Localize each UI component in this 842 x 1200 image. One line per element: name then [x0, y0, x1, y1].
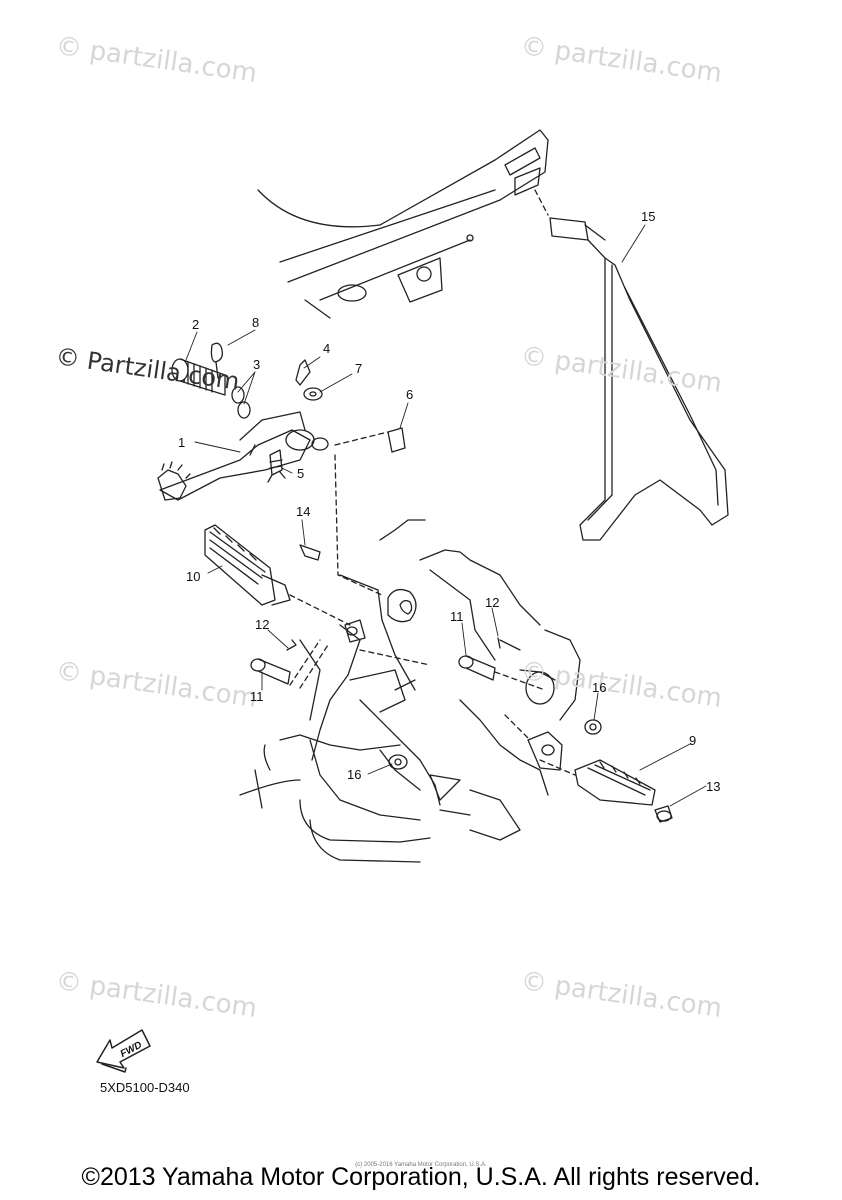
bolts	[250, 637, 546, 691]
callout-5: 5	[297, 466, 305, 481]
callout-2: 2	[192, 317, 200, 332]
callout-3: 3	[253, 357, 261, 372]
callout-4: 4	[323, 341, 331, 356]
pivot-shaft	[171, 342, 251, 419]
fwd-arrow-icon	[96, 1029, 151, 1073]
footrest-left	[204, 524, 351, 626]
callout-9: 9	[689, 733, 697, 748]
callout-12: 12	[255, 617, 270, 632]
callout-15: 15	[641, 209, 656, 224]
guide-line	[334, 454, 383, 596]
callout-12: 12	[485, 595, 500, 610]
side-stand	[534, 189, 729, 541]
callout-10: 10	[186, 569, 201, 584]
callout-14: 14	[296, 504, 311, 519]
leader-lines	[185, 224, 707, 807]
callout-6: 6	[406, 387, 414, 402]
callout-7: 7	[355, 361, 363, 376]
fwd-label: FWD	[119, 1040, 144, 1060]
callout-11: 11	[250, 689, 264, 704]
brake-pedal	[157, 411, 329, 501]
callout-13: 13	[706, 779, 721, 794]
engine-frame	[239, 519, 581, 863]
callout-11: 11	[450, 609, 464, 624]
fine-print: (c) 2005-2016 Yamaha Motor Corporation, …	[355, 1162, 487, 1168]
callout-16: 16	[592, 680, 607, 695]
footrest-right	[388, 714, 673, 823]
copyright-notice: ©2013 Yamaha Motor Corporation, U.S.A. A…	[81, 1163, 761, 1191]
callout-1: 1	[178, 435, 186, 450]
diagram-code: 5XD5100-D340	[100, 1080, 190, 1095]
frame-rear	[257, 129, 549, 319]
small-parts	[267, 359, 406, 483]
callout-16: 16	[347, 767, 362, 782]
callout-8: 8	[252, 315, 260, 330]
